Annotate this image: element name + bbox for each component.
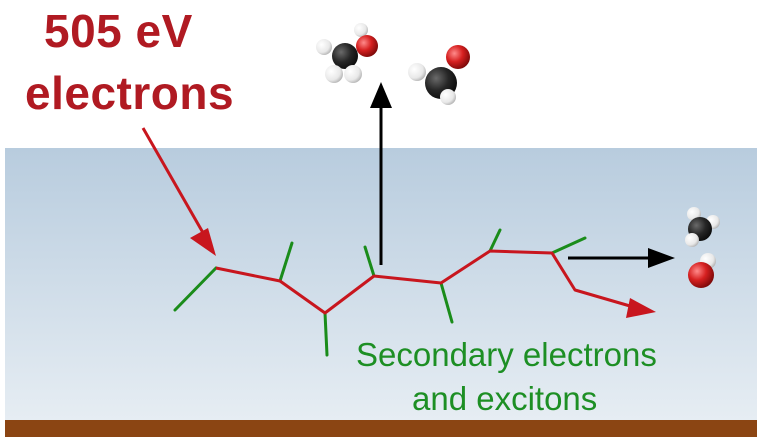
secondary-label-line1: Secondary electrons bbox=[356, 336, 657, 373]
electron-track-arrowhead bbox=[626, 298, 656, 318]
methanol-molecule bbox=[316, 23, 378, 83]
formaldehyde-molecule bbox=[408, 45, 470, 105]
secondary-branches bbox=[173, 228, 587, 357]
incident-electron-arrow bbox=[141, 127, 216, 256]
desorption-arrow-up bbox=[370, 82, 392, 265]
desorption-arrow-right bbox=[568, 248, 675, 268]
incident-energy-label: 505 eV bbox=[44, 5, 193, 57]
methyl-radical bbox=[685, 207, 720, 247]
incident-particle-label: electrons bbox=[25, 67, 235, 119]
hydroxyl-radical bbox=[688, 253, 716, 288]
electron-track bbox=[215, 249, 631, 315]
substrate bbox=[5, 420, 757, 437]
secondary-label-line2: and excitons bbox=[412, 380, 598, 417]
